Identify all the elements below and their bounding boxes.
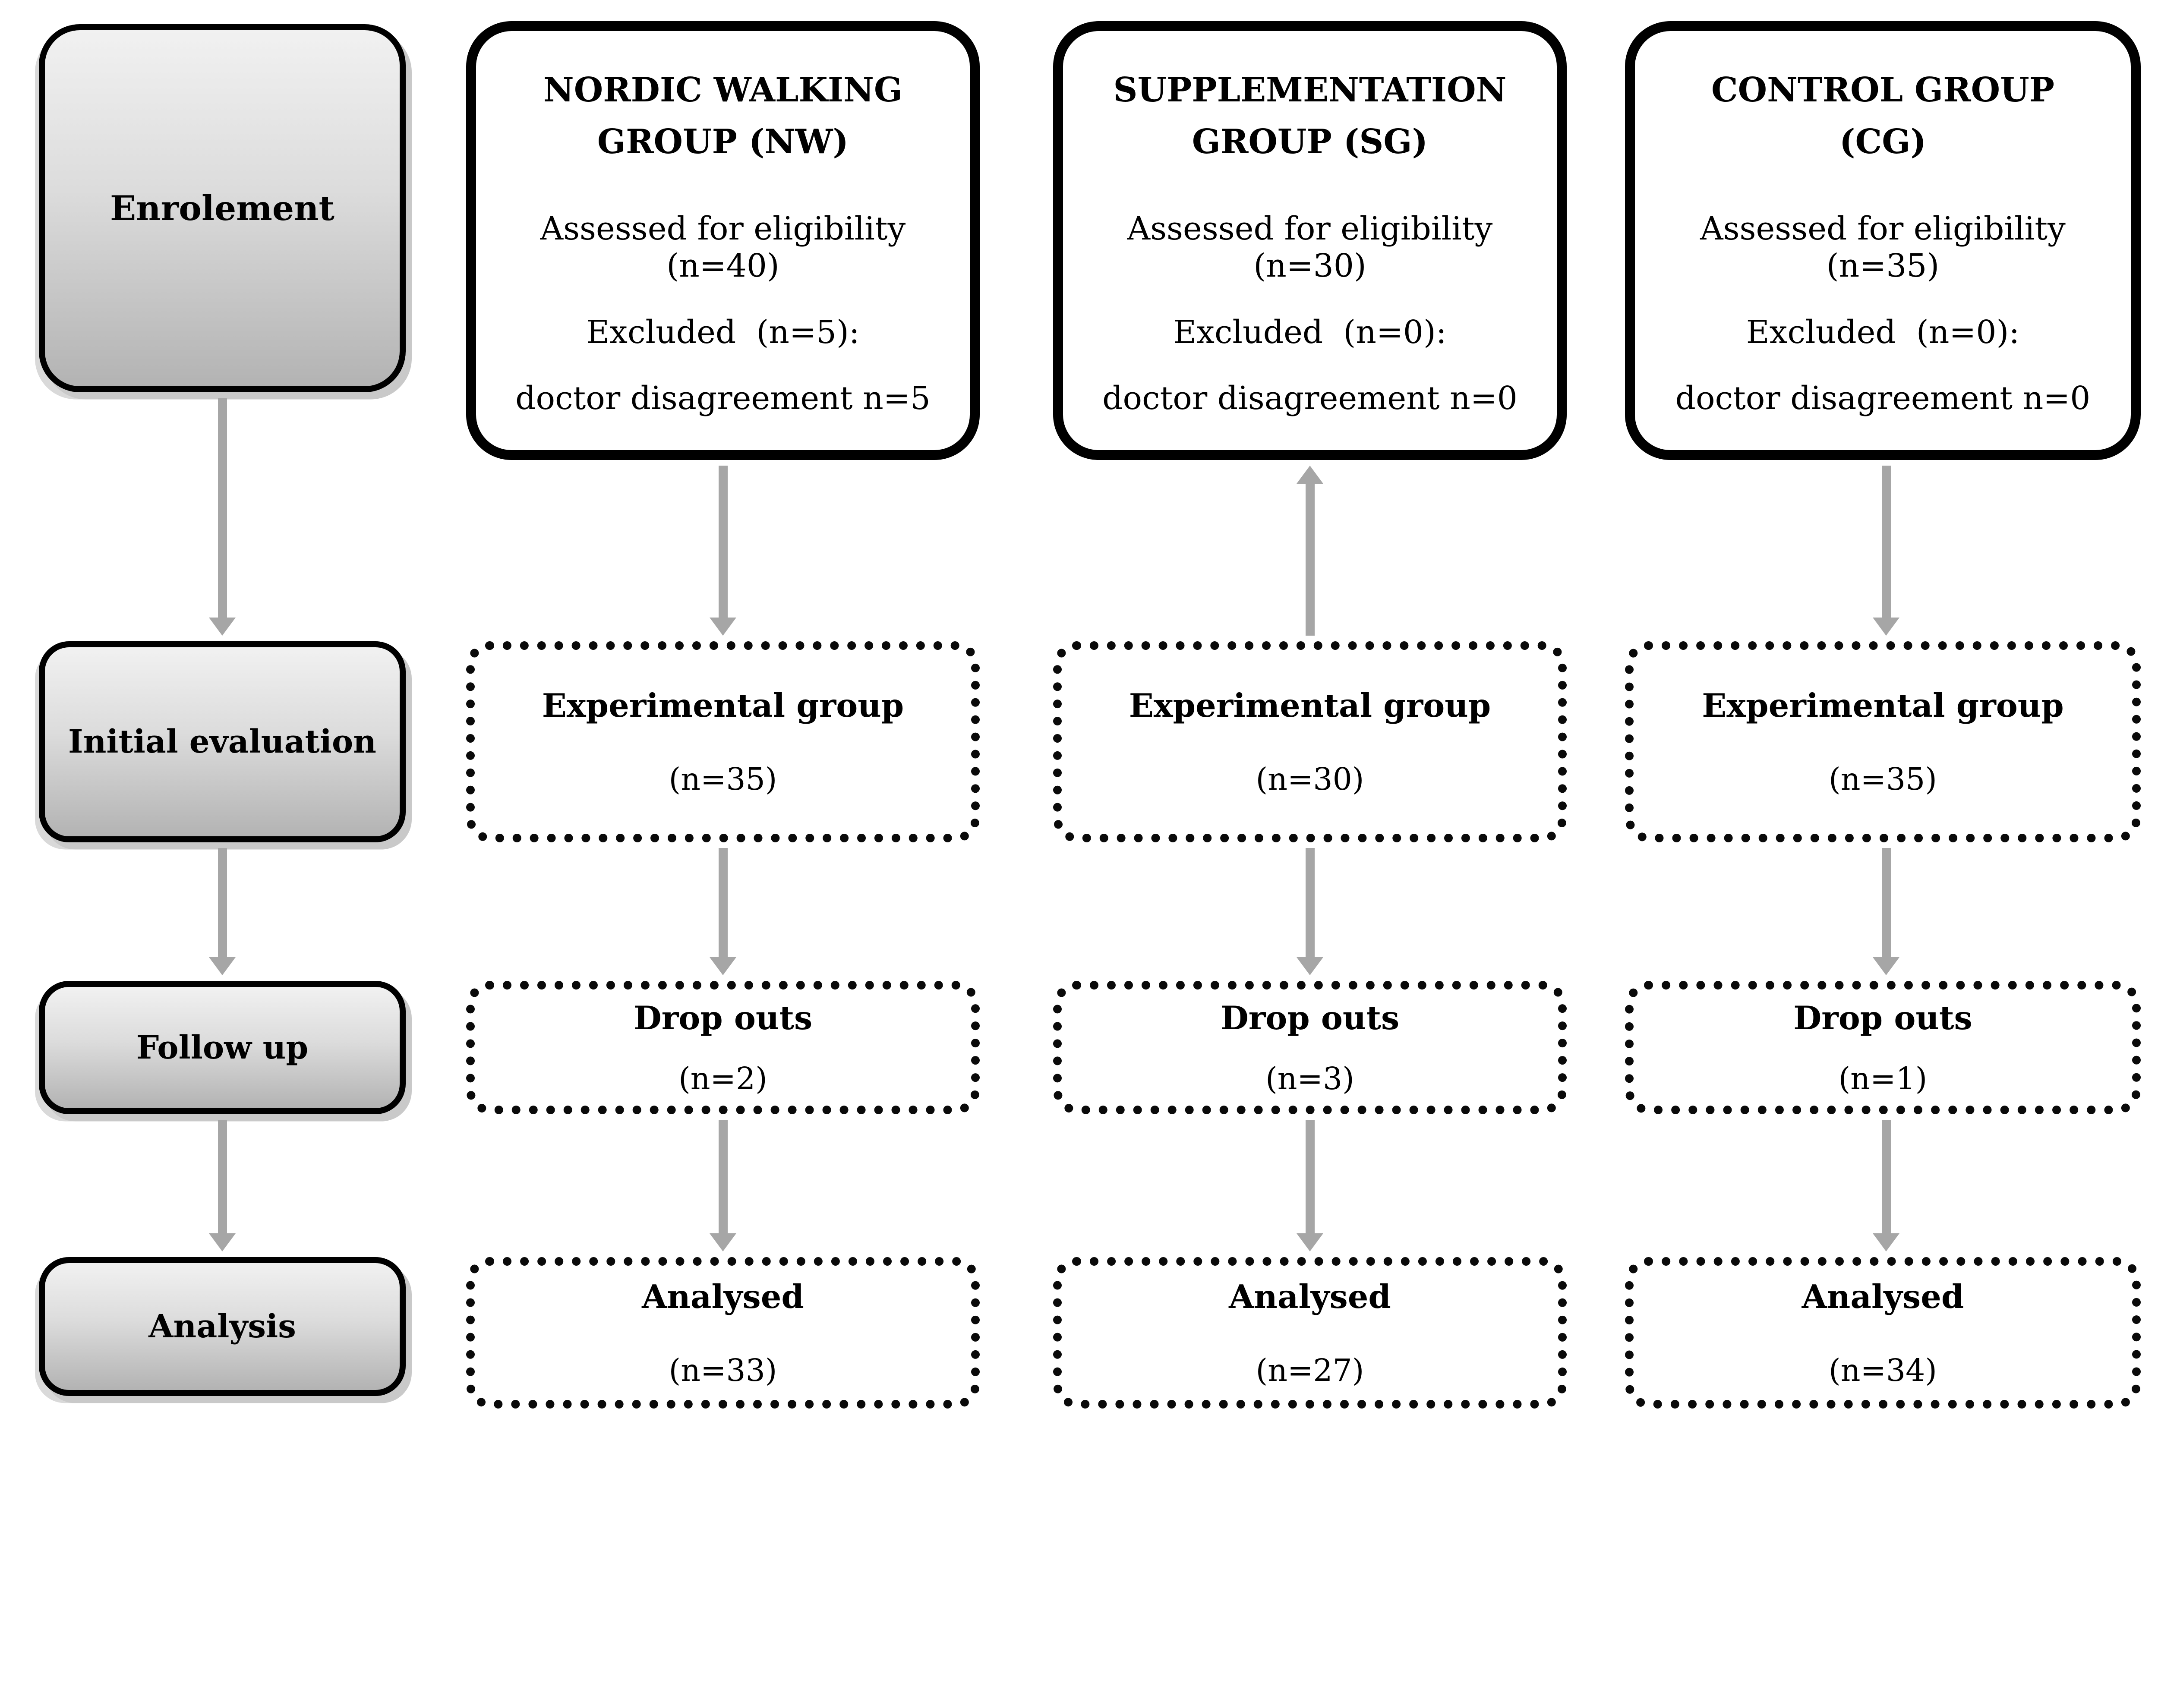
group-header-nordic-walking: NORDIC WALKING GROUP (NW) Assessed for e… xyxy=(466,21,980,460)
consort-flow-diagram: Enrolement Initial evaluation Follow up … xyxy=(39,21,2141,1409)
down-arrow-nw-experimental-to-dropouts xyxy=(709,848,737,976)
stage-label-initial-evaluation: Initial evaluation xyxy=(68,723,376,760)
drop-outs-box-sg: Drop outs (n=3) xyxy=(1053,981,1567,1114)
drop-outs-n-cg: (n=1) xyxy=(1838,1060,1928,1097)
group-header-supplementation: SUPPLEMENTATION GROUP (SG) Assessed for … xyxy=(1053,21,1567,460)
group-header-control: CONTROL GROUP (CG) Assessed for eligibil… xyxy=(1625,21,2141,460)
analysed-n-cg: (n=34) xyxy=(1829,1352,1937,1388)
stage-box-analysis: Analysis xyxy=(39,1257,406,1396)
experimental-group-label-sg: Experimental group xyxy=(1129,686,1491,725)
assessed-line-cg: Assessed for eligibility (n=35) xyxy=(1700,210,2076,285)
down-arrow-follow-up-to-analysis xyxy=(208,1119,237,1251)
excluded-line-sg: Excluded (n=0): xyxy=(1173,313,1447,351)
group-title-control: CONTROL GROUP (CG) xyxy=(1711,70,2055,162)
down-arrow-nw-dropouts-to-analysed xyxy=(709,1119,737,1251)
analysed-label-sg: Analysed xyxy=(1229,1277,1391,1316)
analysed-box-sg: Analysed (n=27) xyxy=(1053,1257,1567,1409)
up-arrow-experimental-to-sg xyxy=(1296,466,1324,636)
stage-label-follow-up: Follow up xyxy=(136,1029,309,1066)
drop-outs-label-cg: Drop outs xyxy=(1793,999,1972,1037)
stage-box-follow-up: Follow up xyxy=(39,981,406,1114)
down-arrow-enrolement-to-initial-evaluation xyxy=(208,397,237,636)
stage-box-enrolement: Enrolement xyxy=(39,24,406,392)
exclusion-reason-cg: doctor disagreement n=0 xyxy=(1675,380,2091,417)
analysed-n-nw: (n=33) xyxy=(669,1352,777,1388)
exclusion-reason-nw: doctor disagreement n=5 xyxy=(515,380,931,417)
down-arrow-sg-dropouts-to-analysed xyxy=(1296,1119,1324,1251)
drop-outs-label-sg: Drop outs xyxy=(1220,999,1400,1037)
assessed-line-sg: Assessed for eligibility (n=30) xyxy=(1127,210,1503,285)
down-arrow-cg-to-experimental xyxy=(1872,466,1900,636)
down-arrow-sg-experimental-to-dropouts xyxy=(1296,848,1324,976)
analysed-box-cg: Analysed (n=34) xyxy=(1625,1257,2141,1409)
analysed-label-nw: Analysed xyxy=(642,1277,804,1316)
experimental-group-n-nw: (n=35) xyxy=(669,761,777,797)
drop-outs-box-cg: Drop outs (n=1) xyxy=(1625,981,2141,1114)
drop-outs-n-nw: (n=2) xyxy=(678,1060,767,1097)
analysed-n-sg: (n=27) xyxy=(1256,1352,1364,1388)
experimental-group-box-cg: Experimental group (n=35) xyxy=(1625,641,2141,842)
analysed-box-nw: Analysed (n=33) xyxy=(466,1257,980,1409)
experimental-group-n-sg: (n=30) xyxy=(1256,761,1364,797)
drop-outs-label-nw: Drop outs xyxy=(633,999,813,1037)
stage-label-enrolement: Enrolement xyxy=(110,188,335,228)
excluded-line-nw: Excluded (n=5): xyxy=(586,313,860,351)
drop-outs-n-sg: (n=3) xyxy=(1265,1060,1354,1097)
experimental-group-n-cg: (n=35) xyxy=(1829,761,1937,797)
experimental-group-box-sg: Experimental group (n=30) xyxy=(1053,641,1567,842)
group-title-supplementation: SUPPLEMENTATION GROUP (SG) xyxy=(1113,70,1507,162)
stage-label-analysis: Analysis xyxy=(148,1308,296,1345)
group-title-nordic-walking: NORDIC WALKING GROUP (NW) xyxy=(543,70,903,162)
experimental-group-label-nw: Experimental group xyxy=(542,686,904,725)
experimental-group-label-cg: Experimental group xyxy=(1702,686,2064,725)
down-arrow-cg-experimental-to-dropouts xyxy=(1872,848,1900,976)
exclusion-reason-sg: doctor disagreement n=0 xyxy=(1102,380,1518,417)
drop-outs-box-nw: Drop outs (n=2) xyxy=(466,981,980,1114)
analysed-label-cg: Analysed xyxy=(1801,1277,1964,1316)
down-arrow-initial-evaluation-to-follow-up xyxy=(208,848,237,976)
down-arrow-nw-to-experimental xyxy=(709,466,737,636)
down-arrow-cg-dropouts-to-analysed xyxy=(1872,1119,1900,1251)
excluded-line-cg: Excluded (n=0): xyxy=(1746,313,2020,351)
assessed-line-nw: Assessed for eligibility (n=40) xyxy=(540,210,916,285)
stage-box-initial-evaluation: Initial evaluation xyxy=(39,641,406,842)
experimental-group-box-nw: Experimental group (n=35) xyxy=(466,641,980,842)
